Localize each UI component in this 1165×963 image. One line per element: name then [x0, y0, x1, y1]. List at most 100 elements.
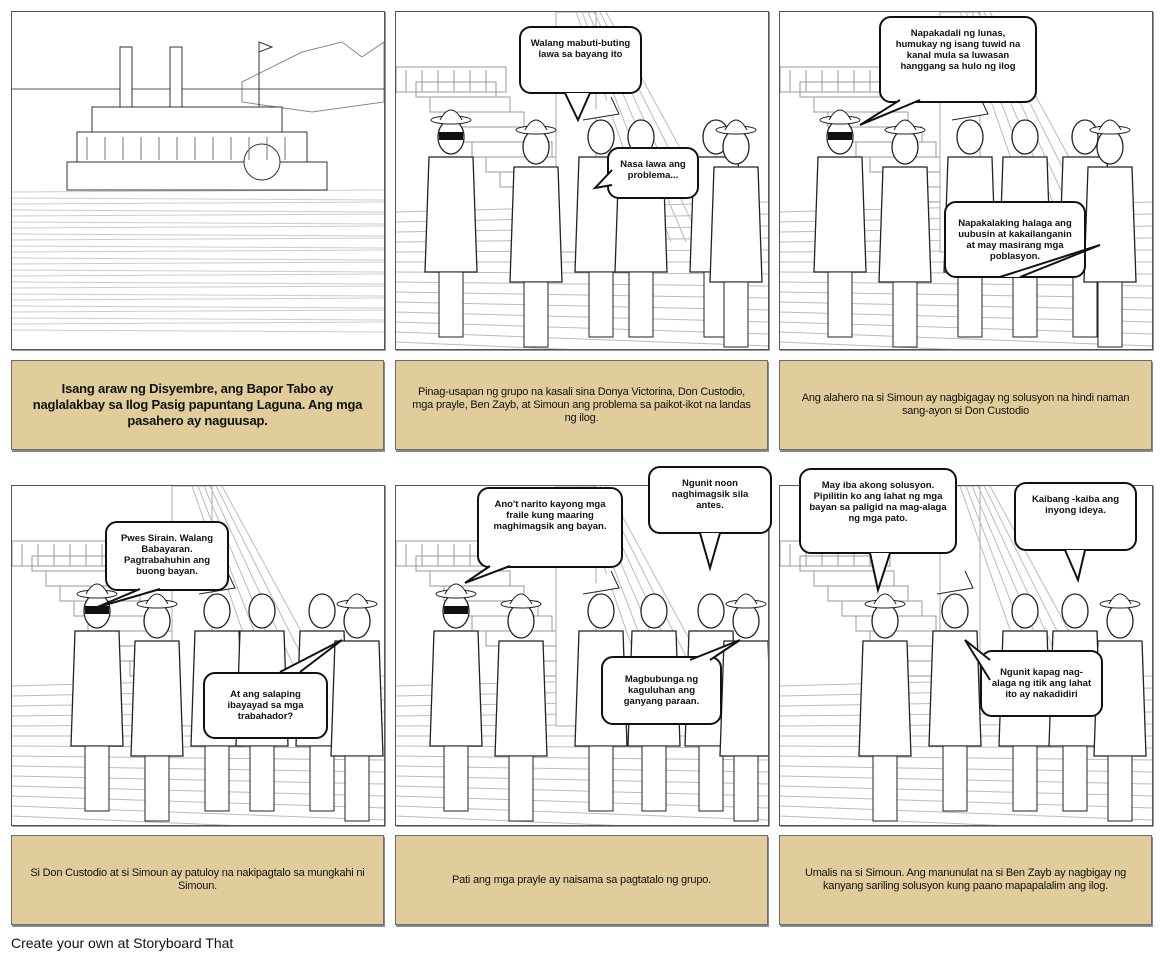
coat	[709, 166, 763, 283]
coat	[878, 166, 932, 283]
head	[1106, 603, 1134, 639]
panel-3-caption: Ang alahero na si Simoun ay nagbigagay n…	[779, 360, 1152, 450]
panel-5-caption: Pati ang mga prayle ay naisama sa pagtat…	[395, 835, 768, 925]
head	[587, 119, 615, 155]
head	[507, 603, 535, 639]
bowler-hat	[734, 593, 758, 605]
feathered-hat	[582, 570, 620, 595]
speech-bubble: Ngunit noon naghimagsik sila antes.	[648, 466, 772, 534]
legs	[438, 271, 464, 338]
water-line	[12, 209, 384, 213]
water-line	[12, 321, 384, 325]
head	[1011, 593, 1039, 629]
dark-glasses	[828, 132, 852, 140]
legs	[1012, 271, 1038, 338]
stair-step	[813, 570, 895, 587]
head	[522, 129, 550, 165]
head	[891, 129, 919, 165]
legs	[523, 281, 549, 348]
panel-1-image	[11, 11, 385, 350]
legs	[1097, 281, 1123, 348]
panel-2-caption: Pinag-usapan ng grupo na kasali sina Don…	[395, 360, 768, 450]
water-line	[12, 297, 384, 301]
legs	[641, 745, 667, 812]
stair-step	[429, 570, 511, 587]
head	[203, 593, 231, 629]
deck-plank	[12, 805, 384, 821]
legs	[827, 271, 853, 338]
water-line	[12, 273, 384, 277]
coat	[494, 640, 548, 757]
head	[640, 593, 668, 629]
legs	[443, 745, 469, 812]
mountain-outline	[241, 41, 384, 113]
legs	[309, 745, 335, 812]
water-line	[12, 233, 384, 237]
water-line	[12, 237, 384, 241]
speech-bubble: Kaibang -kaiba ang inyong ideya.	[1014, 482, 1137, 551]
water-line	[12, 329, 384, 333]
storyboard-that-credit[interactable]: Create your own at Storyboard That	[11, 935, 234, 951]
speech-bubble: Pwes Sirain. Walang Babayaran. Pagtrabah…	[105, 521, 229, 591]
deck-plank	[780, 805, 1152, 821]
coat	[509, 166, 563, 283]
deck-plank	[396, 815, 617, 825]
head	[871, 603, 899, 639]
stair-step	[827, 585, 909, 602]
water-line	[12, 197, 384, 201]
water-line	[12, 249, 384, 253]
coat	[1083, 166, 1137, 283]
head	[343, 603, 371, 639]
railing	[396, 66, 507, 93]
legs	[508, 755, 534, 822]
water-line	[12, 285, 384, 289]
dark-glasses	[85, 606, 109, 614]
legs	[733, 755, 759, 822]
head	[1061, 593, 1089, 629]
coat	[1093, 640, 1147, 757]
head	[308, 593, 336, 629]
legs	[1012, 745, 1038, 812]
speech-bubble: May iba akong solusyon. Pipilitin ko ang…	[799, 468, 957, 554]
water-line	[12, 309, 384, 313]
legs	[723, 281, 749, 348]
stair-step	[415, 81, 497, 98]
boat-hull	[66, 161, 328, 191]
water-line	[12, 221, 384, 225]
legs	[144, 755, 170, 822]
water-line	[12, 261, 384, 265]
speech-bubble: Ano't narito kayong mga fraile kung maar…	[477, 487, 623, 568]
coat	[858, 640, 912, 757]
coat	[70, 630, 124, 747]
legs	[698, 745, 724, 812]
stair-step	[31, 555, 113, 572]
legs	[1107, 755, 1133, 822]
steamboat-illustration	[12, 41, 384, 333]
legs	[628, 271, 654, 338]
legs	[204, 745, 230, 812]
head	[143, 603, 171, 639]
speech-bubble: Nasa lawa ang problema...	[607, 147, 699, 199]
coat	[813, 156, 867, 273]
legs	[892, 281, 918, 348]
dark-glasses	[439, 132, 463, 140]
legs	[942, 745, 968, 812]
speech-bubble: Walang mabuti-buting lawa sa bayang ito	[519, 26, 642, 94]
panel-4-image	[11, 485, 385, 826]
legs	[872, 755, 898, 822]
bowler-hat	[145, 593, 169, 605]
head	[697, 593, 725, 629]
bowler-hat	[828, 109, 852, 121]
water-line	[12, 305, 384, 309]
panel-1-caption: Isang araw ng Disyembre, ang Bapor Tabo …	[11, 360, 384, 450]
smokestack	[119, 46, 133, 108]
legs	[249, 745, 275, 812]
feathered-hat	[936, 570, 974, 595]
deck-plank	[780, 815, 1001, 825]
bowler-hat	[1098, 119, 1122, 131]
bowler-hat	[1108, 593, 1132, 605]
head	[956, 119, 984, 155]
bowler-hat	[724, 119, 748, 131]
coat	[429, 630, 483, 747]
bowler-hat	[444, 583, 468, 595]
